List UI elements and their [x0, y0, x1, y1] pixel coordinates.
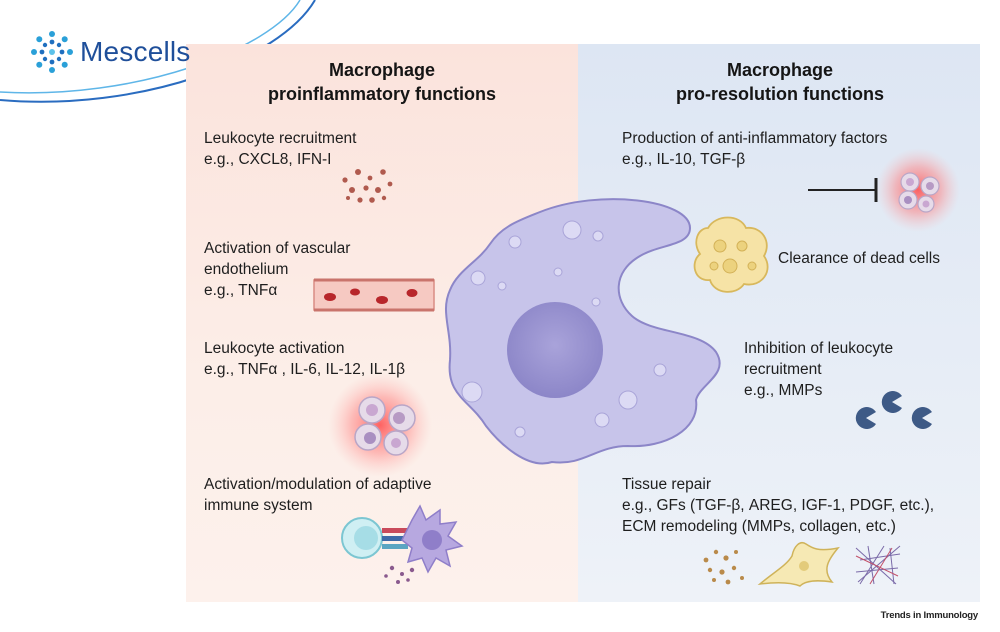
logo-text: Mescells: [80, 36, 191, 67]
label-adaptive-immune: Activation/modulation of adaptive immune…: [204, 476, 432, 514]
label-leukocyte-recruitment: Leukocyte recruitment e.g., CXCL8, IFN-I: [204, 130, 357, 168]
source-credit: Trends in Immunology: [880, 610, 979, 621]
apoptotic-cell-icon: [693, 216, 769, 293]
label-leukocyte-activation: Leukocyte activation e.g., TNFα , IL-6, …: [204, 340, 406, 378]
cluster-dots-icon: [31, 31, 73, 73]
tissue-repair-icon: [703, 542, 901, 587]
mescells-logo: Mescells: [30, 30, 191, 74]
label-vascular-endothelium: Activation of vascular endothelium e.g.,…: [204, 240, 351, 299]
left-panel-title: Macrophage proinflammatory functions: [267, 60, 496, 104]
label-clearance: Clearance of dead cells: [778, 250, 940, 267]
label-tissue-repair: Tissue repair e.g., GFs (TGF-β, AREG, IG…: [622, 476, 935, 535]
chemokine-dots-icon: [342, 169, 393, 203]
label-inhibition: Inhibition of leukocyte recruitment e.g.…: [744, 340, 894, 399]
activated-leukocytes-icon: [328, 373, 432, 477]
blood-vessel-icon: [313, 278, 435, 312]
inhibition-arrow-icon: [808, 148, 960, 232]
macrophage-cell-icon: [445, 198, 721, 465]
pacman-mmp-icon: [855, 390, 932, 429]
label-anti-inflammatory: Production of anti-inflammatory factors …: [622, 130, 888, 168]
t-cell-dendritic-cell-icon: [341, 504, 464, 584]
right-panel-title: Macrophage pro-resolution functions: [676, 60, 884, 104]
